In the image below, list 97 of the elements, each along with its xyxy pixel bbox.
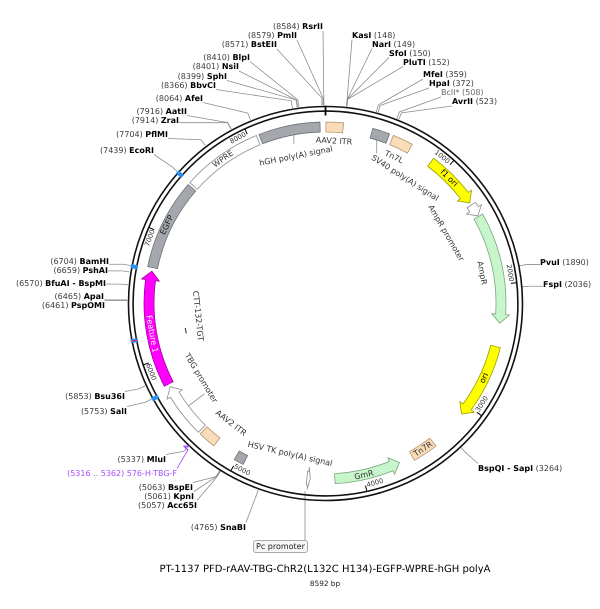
directional-feature	[140, 270, 175, 388]
leader-line	[196, 470, 221, 501]
restriction-site-label: (8584) RsrII	[273, 22, 323, 31]
feature-label: HSV TK poly(A) signal	[246, 440, 334, 468]
leader-line	[168, 138, 206, 146]
feature-label: Pc promoter	[253, 540, 308, 553]
restriction-site-label: (8401) NsiI	[192, 62, 239, 71]
feature-label: EGFP	[158, 214, 176, 237]
restriction-site-label: (8366) BbvCI	[160, 80, 216, 90]
directional-feature	[333, 456, 401, 485]
leader-line	[346, 39, 352, 107]
mutation-mark	[184, 326, 188, 335]
leader-line	[192, 470, 220, 483]
leader-line	[518, 264, 540, 266]
restriction-site-label: (6570) BfuAI - BspMI	[16, 278, 106, 288]
leader-line	[186, 115, 232, 130]
map-title: PT-1137 PFD-rAAV-TBG-ChR2(L132C H134)-EGFP-WPRE-hGH polyA	[160, 564, 490, 576]
leader-line	[322, 30, 324, 106]
leader-line	[124, 385, 146, 392]
feature-label: f1 ori	[438, 167, 460, 188]
feature-box	[199, 425, 221, 447]
restriction-site-label: (4765) SnaBI	[190, 522, 246, 532]
leader-line	[226, 80, 298, 108]
restriction-site-label: (6465) ApaI	[54, 292, 104, 300]
feature-label: AmpR	[476, 260, 489, 286]
restriction-site-label: (7704) PflMI	[116, 130, 168, 138]
directional-feature	[458, 344, 502, 415]
restriction-site-label: (7916) AatII	[136, 106, 187, 116]
restriction-site-label: PluTI (152)	[403, 58, 450, 66]
leader-line	[296, 40, 324, 106]
feature-label: CTT-132-TGT	[190, 290, 205, 342]
restriction-site-label: (5337) MluI	[117, 454, 166, 464]
leader-line	[176, 450, 188, 469]
feature-label: GmR	[353, 468, 374, 482]
leader-line	[346, 66, 404, 107]
leader-line	[398, 106, 452, 120]
restriction-site-label: (8399) SphI	[178, 72, 227, 80]
directional-feature	[465, 201, 483, 217]
leader-line	[376, 78, 424, 112]
leader-line	[276, 48, 322, 106]
leader-line	[346, 48, 372, 107]
leader-line	[154, 154, 178, 172]
restriction-site-label: HpaI (372)	[429, 79, 474, 88]
leader-line	[108, 264, 132, 266]
feature-label: ori	[478, 371, 491, 385]
leader-line	[238, 70, 298, 108]
leader-line	[460, 446, 478, 464]
restriction-site-label: NarI (149)	[372, 40, 416, 48]
feature-label: hGH poly(A) signal	[258, 144, 334, 168]
feature-label: Feature 1	[144, 314, 160, 353]
restriction-site-label: AvrII (523)	[452, 97, 498, 106]
feature-label: AAV2 ITR	[316, 136, 353, 147]
feature-box	[324, 121, 345, 134]
leader-line	[376, 140, 378, 154]
leader-line	[194, 470, 220, 492]
leader-line	[378, 88, 430, 113]
leader-line	[522, 286, 544, 288]
leader-line	[108, 270, 130, 272]
restriction-site-label: (8410) BlpI	[203, 52, 250, 62]
restriction-site-label: (5057) Acc65I	[138, 500, 197, 510]
restriction-site-label: BclI* (508)	[441, 88, 484, 97]
restriction-site-label: (8064) AfeI	[156, 94, 203, 102]
leader-line	[202, 102, 251, 120]
leader-line	[346, 57, 390, 107]
leader-line	[126, 398, 152, 407]
restriction-site-label: (5063) BspEI	[138, 482, 193, 492]
leader-line	[216, 89, 293, 108]
feature-box	[369, 127, 391, 145]
restriction-site-label: SfoI (150)	[389, 48, 431, 58]
leader-line	[166, 446, 189, 455]
primer-label: (5316 .. 5362) 576-H-TBG-F	[67, 468, 177, 478]
leader-line	[250, 61, 300, 108]
restriction-site-label: (5853) Bsu36I	[65, 392, 125, 400]
feature-box	[146, 183, 197, 270]
leader-line	[293, 134, 294, 145]
primer-mark	[182, 445, 191, 452]
restriction-site-label: (8579) PmlI	[248, 31, 297, 40]
restriction-site-label: (6704) BamHI	[50, 257, 109, 266]
restriction-site-label: (5061) KpnI	[144, 492, 194, 500]
restriction-site-label: (6659) PshAI	[53, 266, 108, 275]
restriction-site-label: BspQI - SapI (3264)	[478, 464, 562, 472]
restriction-site-label: (6461) PspOMI	[42, 300, 105, 310]
restriction-site-label: MfeI (359)	[423, 70, 467, 79]
leader-line	[188, 393, 205, 406]
restriction-site-label: (5753) SalI	[80, 406, 127, 416]
leader-line	[304, 490, 306, 540]
leader-line	[246, 488, 259, 523]
restriction-site-label: KasI (148)	[352, 30, 396, 40]
directional-feature	[305, 466, 312, 491]
leader-line	[178, 122, 232, 130]
restriction-site-label: (7439) EcoRI	[100, 146, 154, 154]
restriction-site-label: FspI (2036)	[543, 280, 592, 288]
restriction-site-label: (8571) BstEII	[222, 40, 277, 49]
leader-line	[396, 96, 442, 120]
restriction-site-label: PvuI (1890)	[540, 258, 589, 266]
restriction-site-label: (7914) ZraI	[132, 116, 179, 124]
leader-line	[106, 284, 128, 286]
